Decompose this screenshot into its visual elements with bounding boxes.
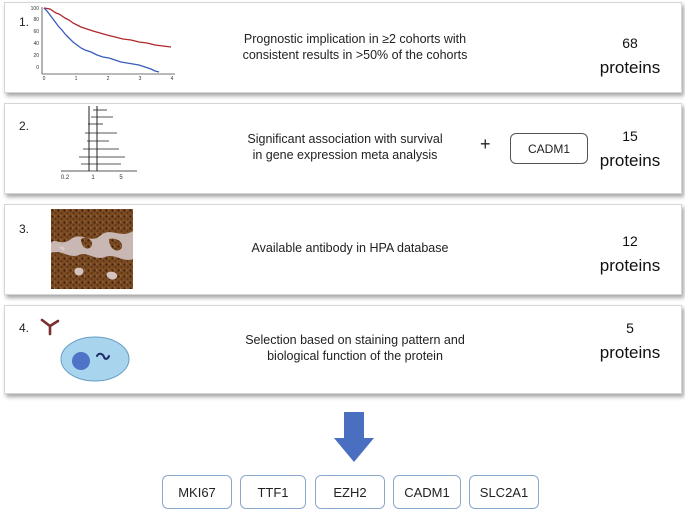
km-xtick: 4 — [171, 76, 174, 82]
step-2-count: 15 — [622, 128, 638, 144]
antibody-icon — [40, 318, 60, 336]
step-4-number: 4. — [19, 321, 30, 335]
step-4-line-2: biological function of the protein — [267, 349, 443, 363]
km-ytick: 40 — [33, 41, 39, 47]
forest-plot-icon: 0.2 1 5 — [61, 106, 137, 181]
km-xtick: 0 — [43, 76, 46, 82]
km-ytick: 60 — [33, 29, 39, 35]
kaplan-meier-plot-icon: 100 80 60 40 20 0 0 1 2 3 4 — [31, 6, 175, 82]
step-3-count: 12 — [622, 233, 638, 249]
km-xtick: 3 — [139, 76, 142, 82]
step-4-line-1: Selection based on staining pattern and — [245, 333, 465, 347]
km-xtick: 2 — [107, 76, 110, 82]
step-1-line-1: Prognostic implication in ≥2 cohorts wit… — [243, 32, 467, 46]
step-3-unit: proteins — [599, 256, 661, 275]
step-4-description: Selection based on staining pattern and … — [215, 332, 495, 364]
step-2-number: 2. — [19, 119, 30, 133]
forest-xtick: 5 — [119, 175, 123, 181]
km-xtick: 1 — [75, 76, 78, 82]
cell-icon — [60, 336, 130, 382]
cadm1-candidate-box: CADM1 — [510, 133, 588, 164]
step-4-panel: 4. Selection based on staining pattern a… — [4, 305, 682, 394]
km-curve-red — [43, 7, 172, 48]
plus-sign: + — [480, 134, 491, 154]
step-3-panel: 3. Available antibody in HPA database 12… — [4, 204, 682, 295]
final-gene-cadm1: CADM1 — [393, 475, 461, 509]
final-gene-mki67: MKI67 — [162, 475, 232, 509]
step-2-unit: proteins — [599, 151, 661, 170]
step-2-line-1: Significant association with survival — [247, 132, 443, 146]
forest-xtick: 0.2 — [61, 175, 70, 181]
km-ytick: 20 — [33, 53, 39, 59]
step-4-count: 5 — [626, 320, 634, 336]
step-1-count: 68 — [622, 35, 638, 51]
step-2-panel: 2. 0.2 1 5 Significant association with … — [4, 103, 682, 194]
step-1-description: Prognostic implication in ≥2 cohorts wit… — [205, 31, 505, 63]
step-3-description: Available antibody in HPA database — [235, 240, 465, 256]
step-1-panel: 1. 100 80 60 40 20 0 0 1 2 3 4 Prognosti… — [4, 2, 682, 93]
ihc-staining-image-icon — [51, 209, 133, 289]
step-2-line-2: in gene expression meta analysis — [252, 148, 438, 162]
km-ytick: 100 — [31, 6, 40, 12]
step-2-description: Significant association with survival in… — [215, 131, 475, 163]
step-1-number: 1. — [19, 15, 30, 29]
final-gene-ezh2: EZH2 — [315, 475, 385, 509]
km-curve-blue — [43, 7, 160, 73]
final-gene-ttf1: TTF1 — [240, 475, 306, 509]
final-gene-slc2a1: SLC2A1 — [469, 475, 539, 509]
km-ytick: 0 — [36, 65, 39, 71]
km-ytick: 80 — [33, 17, 39, 23]
step-3-number: 3. — [19, 222, 30, 236]
step-4-unit: proteins — [599, 343, 661, 362]
down-arrow-icon — [334, 412, 374, 462]
step-1-line-2: consistent results in >50% of the cohort… — [242, 48, 468, 62]
step-1-unit: proteins — [599, 58, 661, 77]
step-3-line-1: Available antibody in HPA database — [251, 241, 449, 255]
forest-xtick: 1 — [91, 175, 95, 181]
